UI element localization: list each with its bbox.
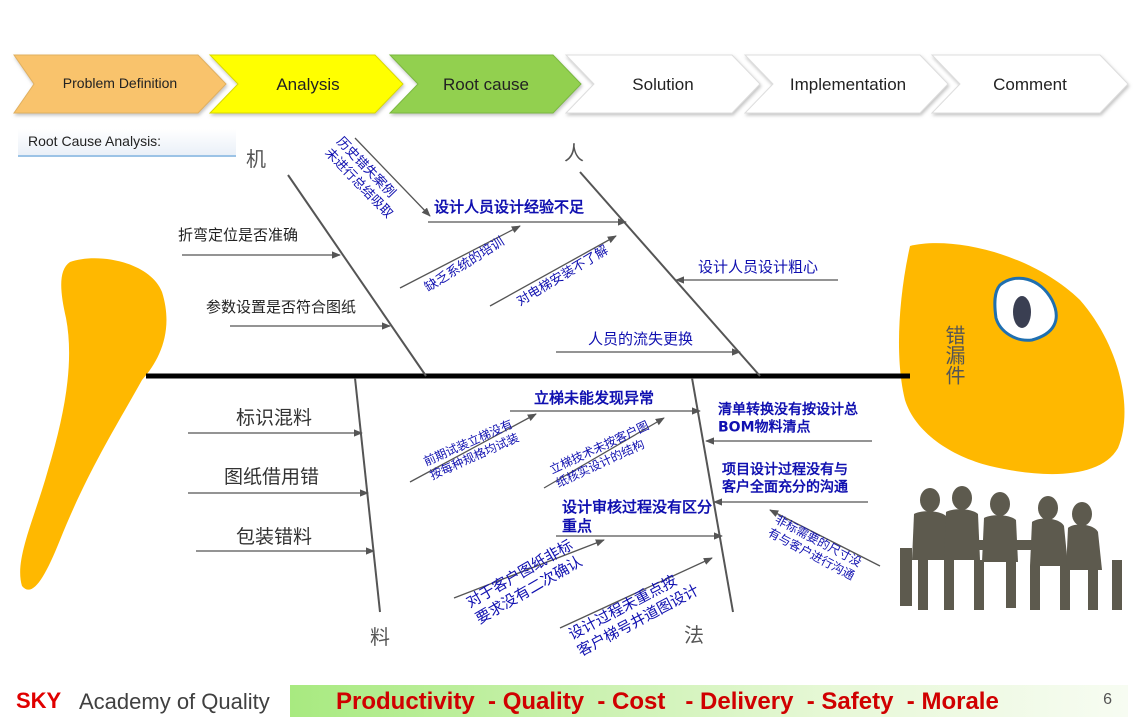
- step-chevron-analysis[interactable]: [208, 54, 404, 114]
- cause-label-bold: 设计审核过程没有区分重点: [562, 498, 712, 535]
- cause-arrow: [354, 137, 431, 217]
- cause-label-bold: 项目设计过程没有与客户全面充分的沟通: [721, 461, 848, 496]
- fish-eye-pupil: [1013, 296, 1031, 328]
- cause-label-line: 项目设计过程没有与: [722, 461, 848, 478]
- cause-arrow: [409, 413, 537, 483]
- bone-man: [579, 171, 761, 377]
- footer-academy: Academy of Quality: [79, 689, 270, 714]
- step-label-comment: Comment: [993, 75, 1067, 94]
- step-label-solution: Solution: [632, 75, 693, 94]
- cause-label: 标识混料: [236, 407, 312, 429]
- category-material-label: 料: [370, 625, 390, 649]
- cause-label-line: BOM物料清点: [718, 419, 811, 436]
- cause-arrow: [399, 225, 521, 289]
- cause-arrow: [453, 539, 605, 599]
- footer-brand: SKY: [16, 688, 62, 713]
- cause-label: 设计人员设计粗心: [698, 258, 818, 276]
- cause-label: 参数设置是否符合图纸: [206, 298, 356, 316]
- page-number: 6: [1103, 691, 1112, 708]
- category-machine-label: 机: [246, 147, 266, 171]
- step-chevron-comment[interactable]: [930, 54, 1129, 114]
- cause-label: 包装错料: [236, 526, 312, 548]
- cause-label-bold: 立梯未能发现异常: [534, 389, 654, 407]
- cause-arrow: [543, 417, 665, 489]
- step-label-problem-definition: Problem Definition: [63, 75, 177, 91]
- cause-label: 人员的流失更换: [588, 330, 693, 348]
- category-man-label: 人: [564, 141, 584, 165]
- cause-label-line: 设计审核过程没有区分: [562, 498, 712, 516]
- cause-label: 对于客户图纸非标 要求没有二次确认: [463, 533, 589, 627]
- bone-method: [691, 377, 734, 613]
- cause-label-line: 清单转换没有按设计总: [718, 401, 858, 418]
- fish-head-label: 错漏件: [942, 325, 966, 385]
- cause-arrow: [559, 557, 713, 629]
- step-label-root-cause: Root cause: [443, 75, 529, 94]
- step-chevron-implementation[interactable]: [743, 54, 949, 114]
- cause-label: 设计过程未重点按 客户梯号井道图设计: [565, 564, 701, 660]
- bone-machine: [287, 174, 427, 377]
- section-title-box: Root Cause Analysis:: [18, 129, 236, 157]
- category-method-label: 法: [684, 623, 704, 647]
- step-chevron-problem-definition[interactable]: [13, 54, 227, 114]
- cause-label: 缺乏系统的培训: [422, 234, 508, 296]
- section-title: Root Cause Analysis:: [28, 133, 162, 149]
- cause-arrow: [769, 509, 881, 567]
- fish-head: [898, 243, 1125, 475]
- cause-label: 图纸借用错: [224, 466, 319, 488]
- cause-label-bold: 设计人员设计经验不足: [434, 198, 585, 216]
- footer: SKY Academy of Quality Productivity - Qu…: [0, 682, 1134, 720]
- cause-label: 前期试装立梯没有 按每种规格均试装: [421, 414, 524, 482]
- cause-label: 非标需要的尺寸没 有与客户进行沟通: [766, 511, 868, 584]
- cause-label-line: 客户全面充分的沟通: [721, 479, 848, 496]
- cause-label: 对电梯安装不了解: [514, 243, 611, 309]
- step-label-analysis: Analysis: [276, 75, 339, 94]
- step-chevron-solution[interactable]: [564, 54, 761, 114]
- cause-arrow: [489, 235, 617, 307]
- cause-label-line: 重点: [562, 517, 592, 535]
- fish-tail: [20, 258, 167, 590]
- bone-material: [354, 377, 381, 613]
- footer-motto-bar: Productivity - Quality - Cost - Delivery…: [290, 685, 1128, 717]
- cause-label: 折弯定位是否准确: [178, 226, 298, 244]
- step-label-implementation: Implementation: [790, 75, 906, 94]
- meeting-silhouette-image: [900, 486, 1122, 610]
- footer-motto: Productivity - Quality - Cost - Delivery…: [336, 688, 999, 715]
- process-steps: Problem Definition Analysis Root cause S…: [13, 54, 1129, 114]
- fishbone-diagram: 错漏件 机 人 料 法 折弯定位是否准确 参数设置是否符合图纸 设计人员设计经验…: [20, 134, 1125, 660]
- step-chevron-root-cause[interactable]: [388, 54, 582, 114]
